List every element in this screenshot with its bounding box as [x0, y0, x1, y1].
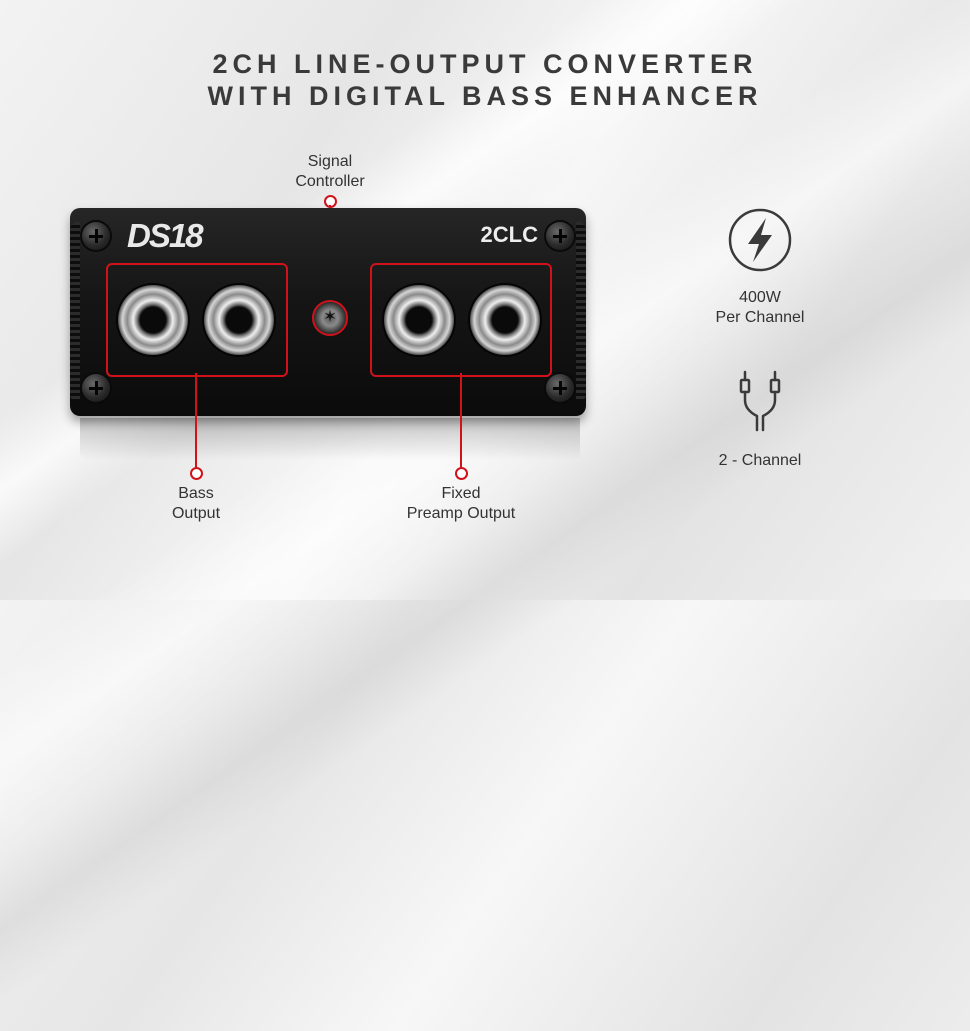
headline-line-1: 2CH LINE-OUTPUT CONVERTER: [212, 49, 758, 79]
power-feature-label: 400W Per Channel: [715, 289, 805, 326]
bass-output-group: [106, 263, 288, 377]
preamp-output-line: [460, 373, 462, 469]
bass-output-line: [195, 373, 197, 469]
model-number: 2CLC: [480, 222, 538, 247]
preamp-output-label: Fixed Preamp Output: [406, 485, 516, 522]
bass-output-label: Bass Output: [171, 485, 221, 522]
rca-cable-icon: [739, 370, 781, 432]
device-reflection: [80, 418, 580, 460]
brand-logo: DS18: [127, 217, 204, 254]
screw-top-right-icon: [546, 222, 574, 250]
signal-controller-label: Signal Controller: [295, 153, 365, 190]
heatsink-fins-left: [70, 222, 80, 402]
screw-top-left-icon: [82, 222, 110, 250]
preamp-output-group: [370, 263, 552, 377]
headline: 2CH LINE-OUTPUT CONVERTER WITH DIGITAL B…: [0, 48, 970, 112]
channel-feature-label: 2 - Channel: [718, 452, 802, 469]
screw-bottom-left-icon: [82, 374, 110, 402]
preamp-output-jack-right: [470, 285, 540, 355]
lightning-bolt-icon: [728, 208, 792, 272]
preamp-output-dot: [455, 467, 468, 480]
headline-line-2: WITH DIGITAL BASS ENHANCER: [207, 81, 763, 111]
signal-controller-knob: [312, 300, 348, 336]
bass-output-dot: [190, 467, 203, 480]
converter-device: DS18 2CLC: [70, 208, 586, 416]
bass-output-jack-right: [204, 285, 274, 355]
bass-output-jack-left: [118, 285, 188, 355]
heatsink-fins-right: [576, 222, 586, 402]
preamp-output-jack-left: [384, 285, 454, 355]
screw-bottom-right-icon: [546, 374, 574, 402]
